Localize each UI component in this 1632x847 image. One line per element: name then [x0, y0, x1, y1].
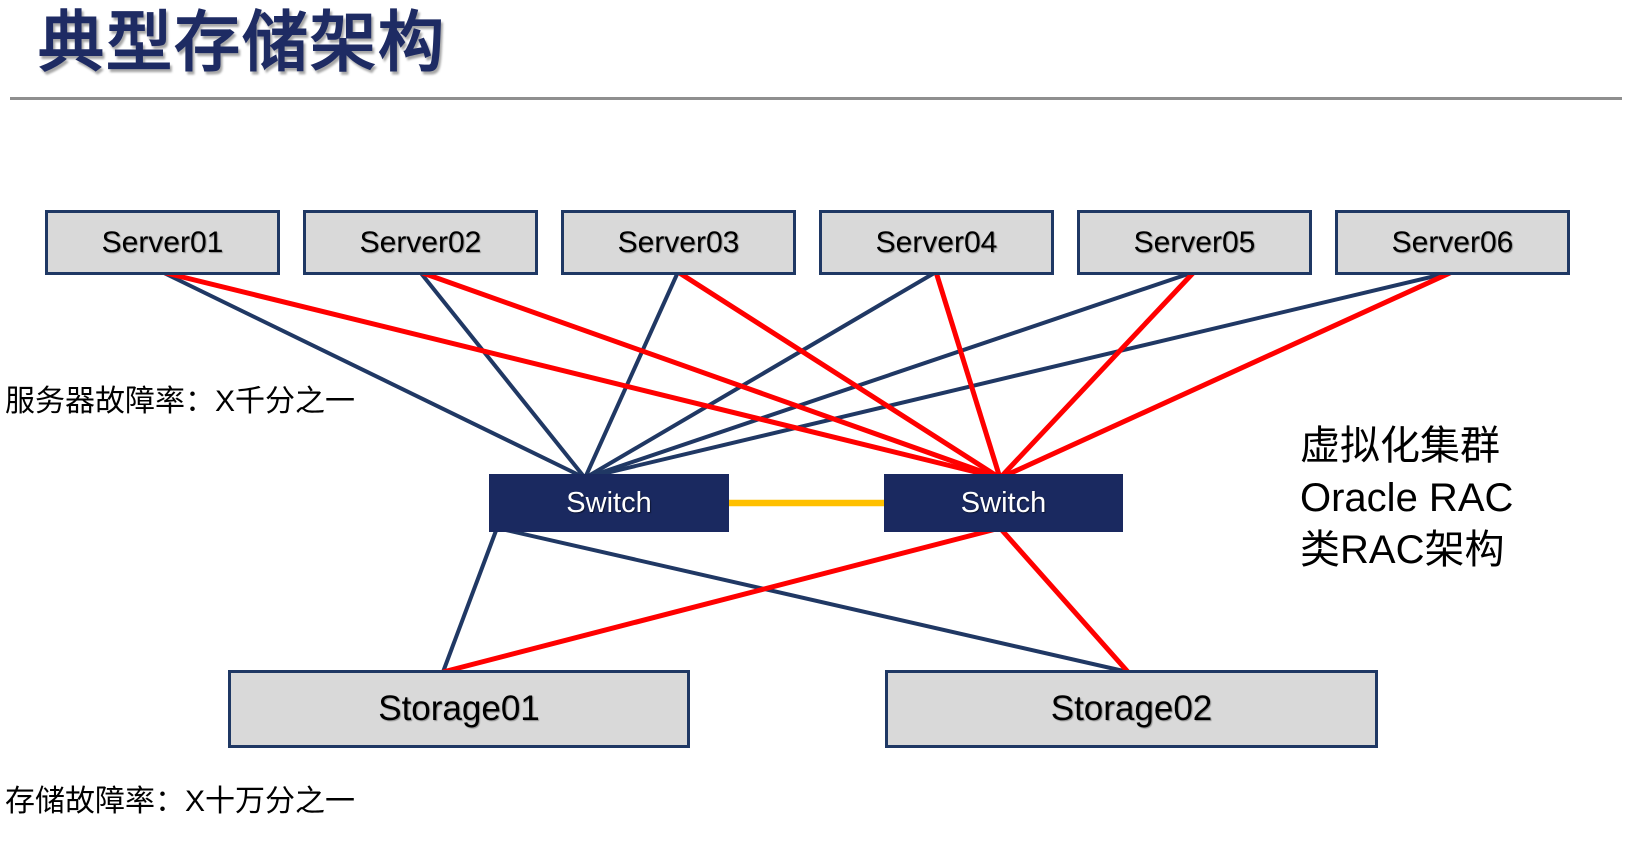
storage01-box: Storage01: [228, 670, 690, 748]
storage-failure-rate-note: 存储故障率：X十万分之一: [5, 785, 356, 818]
server02-label: Server02: [359, 225, 482, 259]
edge-switch-b-storage02: [998, 526, 1130, 674]
edge-server06-switch-b: [998, 269, 1454, 481]
storage01-label: Storage01: [378, 689, 540, 728]
server01-label: Server01: [101, 225, 224, 259]
edge-server02-switch-b: [419, 269, 1001, 481]
storage02-box: Storage02: [885, 670, 1378, 748]
switch-right-label: Switch: [960, 486, 1047, 519]
switch-left-label: Switch: [566, 486, 652, 519]
edge-server01-switch-a: [161, 270, 586, 480]
edge-server06-switch-a: [584, 270, 1453, 480]
switch-right-box: Switch: [884, 474, 1123, 532]
edge-switch-b-storage01: [442, 525, 1001, 675]
edge-server04-switch-a: [583, 270, 938, 480]
server01-box: Server01: [45, 210, 280, 275]
cluster-note-line-3: 类RAC架构: [1300, 528, 1505, 572]
server06-label: Server06: [1391, 225, 1514, 259]
server05-label: Server05: [1133, 225, 1256, 259]
server02-box: Server02: [303, 210, 538, 275]
edge-server01-switch-b: [161, 269, 1001, 481]
server-failure-rate-note: 服务器故障率：X千分之一: [5, 385, 356, 418]
edge-server03-switch-a: [583, 271, 680, 479]
switch-left-box: Switch: [489, 474, 729, 532]
edge-server05-switch-b: [998, 270, 1196, 480]
cluster-note: 虚拟化集群 Oracle RAC 类RAC架构: [1300, 420, 1513, 576]
cluster-note-line-2: Oracle RAC: [1300, 476, 1514, 520]
cluster-note-line-1: 虚拟化集群: [1300, 424, 1500, 468]
server03-box: Server03: [561, 210, 796, 275]
edge-server02-switch-a: [418, 270, 587, 480]
storage02-label: Storage02: [1050, 689, 1213, 728]
page-title: 典型存储架构: [38, 5, 446, 79]
edge-server03-switch-b: [676, 269, 1002, 481]
server05-box: Server05: [1077, 210, 1312, 275]
server06-box: Server06: [1335, 210, 1570, 275]
title-divider-line: [10, 97, 1622, 100]
edge-server04-switch-b: [933, 271, 1003, 479]
edge-server05-switch-a: [584, 270, 1195, 480]
edge-switch-a-storage02: [496, 526, 1129, 674]
server04-box: Server04: [819, 210, 1054, 275]
server03-label: Server03: [617, 225, 740, 259]
edge-switch-a-storage01: [441, 527, 499, 673]
server04-label: Server04: [875, 225, 998, 259]
